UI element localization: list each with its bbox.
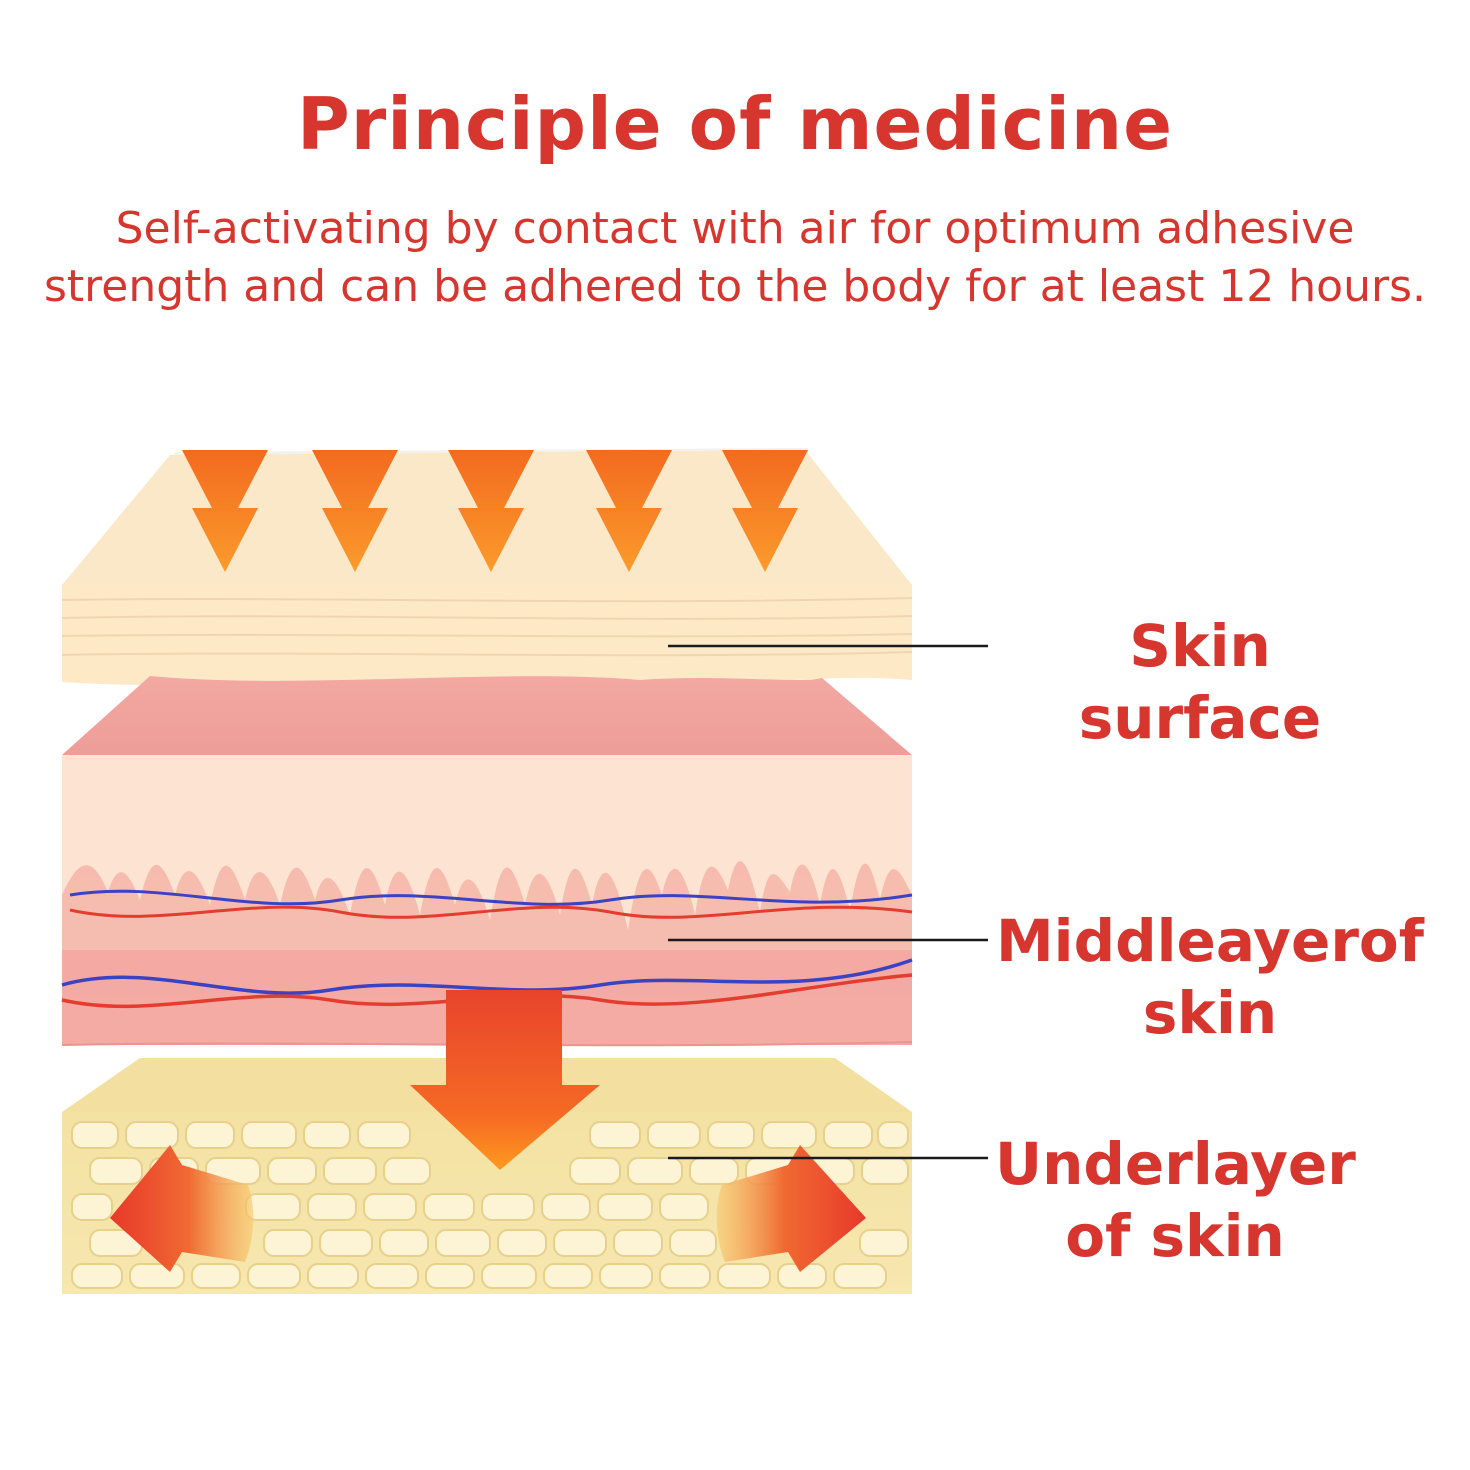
- down-arrow: [182, 450, 268, 572]
- label-skin-surface: Skin surface: [1078, 612, 1322, 752]
- strata-line: [61, 597, 913, 603]
- label-middle-layer: Middleayerof skin: [995, 907, 1425, 1047]
- page-title: Principle of medicine: [296, 82, 1174, 166]
- label-under-layer: Underlayer of skin: [995, 1130, 1356, 1270]
- strata-line: [61, 633, 913, 638]
- strata-line: [61, 615, 913, 620]
- vein-lower: [61, 958, 913, 995]
- left-spread-arrow: [110, 1145, 254, 1272]
- dermis-top: [62, 676, 912, 755]
- down-arrow: [312, 450, 398, 572]
- middle-layer: [61, 676, 913, 1047]
- fat-cells: [71, 1121, 909, 1289]
- big-down-arrow: [410, 990, 600, 1170]
- vein-upper: [69, 889, 913, 906]
- page-subtitle: Self-activating by contact with air for …: [44, 203, 1426, 312]
- down-arrow: [722, 450, 808, 572]
- artery-upper: [69, 905, 913, 919]
- under-layer: [62, 1058, 912, 1294]
- penetration-arrows: [182, 450, 808, 572]
- right-spread-arrow: [716, 1145, 866, 1272]
- down-arrow: [448, 450, 534, 572]
- down-arrow: [586, 450, 672, 572]
- epidermis-band: [62, 755, 912, 930]
- strata-line: [61, 651, 913, 657]
